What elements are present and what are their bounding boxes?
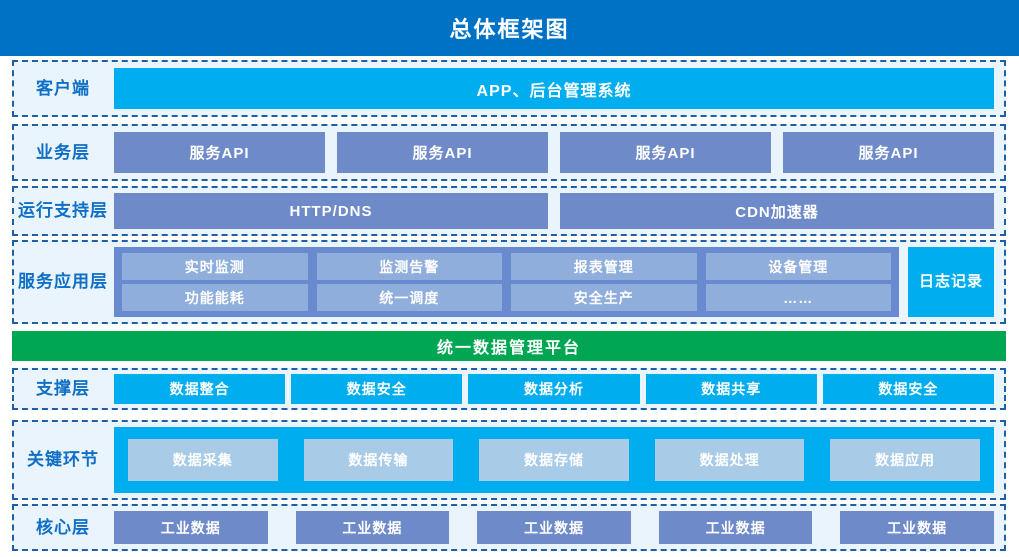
support-box[interactable]: 数据安全 [822, 374, 995, 404]
core-industrial-data-box[interactable]: 工业数据 [840, 511, 994, 544]
layer-label-business: 业务层 [36, 142, 90, 162]
service-module-row: 功能能耗 统一调度 安全生产 …… [122, 284, 891, 311]
core-industrial-data-box[interactable]: 工业数据 [658, 511, 813, 544]
key-link-band: 数据采集 数据传输 数据存储 数据处理 数据应用 [114, 427, 994, 493]
layer-label-client: 客户端 [36, 78, 90, 98]
key-link-box[interactable]: 数据传输 [303, 439, 454, 481]
support-box[interactable]: 数据共享 [645, 374, 817, 404]
business-api-box[interactable]: 服务API [114, 132, 325, 173]
service-module-box[interactable]: 实时监测 [122, 253, 308, 280]
support-box[interactable]: 数据整合 [114, 374, 286, 404]
layer-client: 客户端 APP、后台管理系统 [12, 60, 1006, 117]
runtime-cdn-box[interactable]: CDN加速器 [560, 193, 994, 229]
layer-body-core: 工业数据 工业数据 工业数据 工业数据 工业数据 [112, 506, 1004, 549]
service-module-grid: 实时监测 监测告警 报表管理 设备管理 功能能耗 统一调度 安全生产 …… [114, 247, 899, 317]
service-module-box[interactable]: 统一调度 [316, 284, 502, 311]
layer-key-link: 关键环节 数据采集 数据传输 数据存储 数据处理 数据应用 [12, 420, 1006, 500]
layer-label-core: 核心层 [36, 517, 90, 537]
service-module-box[interactable]: 设备管理 [705, 253, 891, 280]
client-app-box[interactable]: APP、后台管理系统 [114, 68, 994, 109]
page-title: 总体框架图 [449, 17, 570, 42]
service-module-box-more[interactable]: …… [705, 284, 891, 311]
business-api-box[interactable]: 服务API [783, 132, 994, 173]
key-link-box[interactable]: 数据处理 [654, 439, 805, 481]
layer-body-runtime-support: HTTP/DNS CDN加速器 [112, 188, 1004, 234]
service-module-box[interactable]: 功能能耗 [122, 284, 308, 311]
layer-label-runtime-support: 运行支持层 [18, 201, 108, 221]
layer-service-application: 服务应用层 实时监测 监测告警 报表管理 设备管理 功能能耗 统一调度 安全生产… [12, 240, 1006, 324]
layer-label-support: 支撑层 [36, 379, 90, 399]
business-api-box[interactable]: 服务API [337, 132, 548, 173]
service-module-box[interactable]: 监测告警 [316, 253, 502, 280]
runtime-http-dns-box[interactable]: HTTP/DNS [114, 193, 548, 229]
service-module-box[interactable]: 报表管理 [511, 253, 697, 280]
layer-body-support: 数据整合 数据安全 数据分析 数据共享 数据安全 [112, 370, 1004, 408]
diagram-title-bar: 总体框架图 [0, 0, 1019, 56]
service-log-record-box[interactable]: 日志记录 [908, 247, 994, 317]
service-module-row: 实时监测 监测告警 报表管理 设备管理 [122, 253, 891, 280]
layer-core: 核心层 工业数据 工业数据 工业数据 工业数据 工业数据 [12, 504, 1006, 551]
layer-body-key-link: 数据采集 数据传输 数据存储 数据处理 数据应用 [112, 422, 1004, 498]
business-api-box[interactable]: 服务API [560, 132, 771, 173]
layer-runtime-support: 运行支持层 HTTP/DNS CDN加速器 [12, 186, 1006, 236]
layer-body-business: 服务API 服务API 服务API 服务API [112, 126, 1004, 179]
support-box[interactable]: 数据分析 [468, 374, 640, 404]
layer-support: 支撑层 数据整合 数据安全 数据分析 数据共享 数据安全 [12, 368, 1006, 410]
layer-label-key-link: 关键环节 [27, 450, 99, 470]
support-box[interactable]: 数据安全 [291, 374, 463, 404]
key-link-box[interactable]: 数据采集 [128, 439, 278, 481]
layer-body-client: APP、后台管理系统 [112, 62, 1004, 115]
layer-body-service-application: 实时监测 监测告警 报表管理 设备管理 功能能耗 统一调度 安全生产 …… 日志… [112, 242, 1004, 322]
unified-data-platform-label: 统一数据管理平台 [436, 340, 581, 357]
unified-data-platform-band: 统一数据管理平台 [12, 331, 1006, 361]
layer-business: 业务层 服务API 服务API 服务API 服务API [12, 124, 1006, 181]
key-link-box[interactable]: 数据应用 [830, 439, 980, 481]
key-link-box[interactable]: 数据存储 [479, 439, 629, 481]
core-industrial-data-box[interactable]: 工业数据 [295, 511, 450, 544]
service-module-box[interactable]: 安全生产 [511, 284, 697, 311]
core-industrial-data-box[interactable]: 工业数据 [114, 511, 268, 544]
layer-label-service-application: 服务应用层 [18, 272, 108, 292]
core-industrial-data-box[interactable]: 工业数据 [477, 511, 631, 544]
